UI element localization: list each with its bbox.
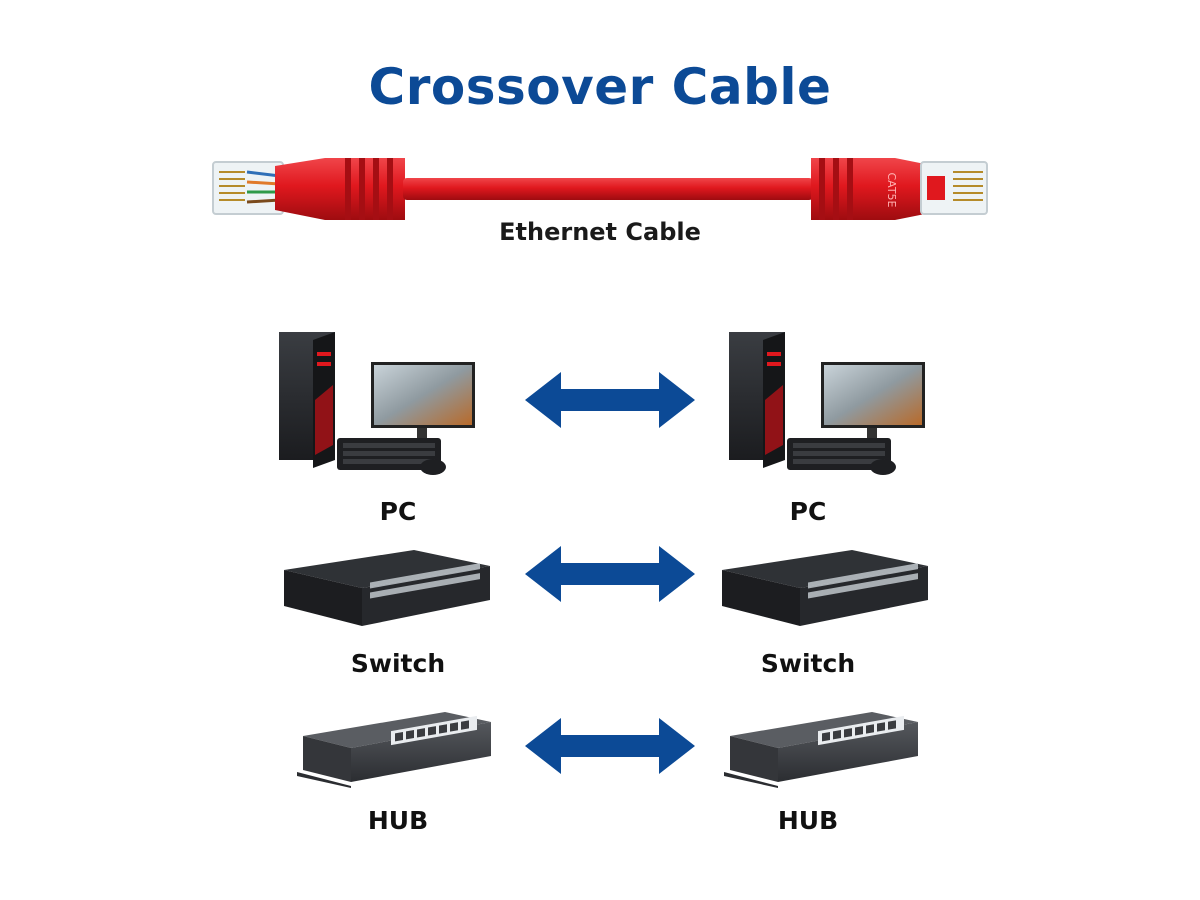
double-arrow-icon: [525, 546, 695, 602]
pc-label-right: PC: [789, 497, 827, 526]
double-arrow-icon: [525, 718, 695, 774]
switch-icon: [284, 550, 490, 626]
double-arrow-icon: [525, 372, 695, 428]
ethernet-cable-icon: CAT5E: [212, 158, 988, 220]
hub-label-left: HUB: [367, 806, 429, 835]
pc-icon: [729, 332, 925, 475]
hub-icon: [297, 712, 491, 788]
cable-jacket-text: CAT5E: [885, 172, 898, 207]
switch-label-right: Switch: [760, 649, 856, 678]
switch-icon: [722, 550, 928, 626]
switch-label-left: Switch: [350, 649, 446, 678]
rj45-plug-left-icon: [212, 161, 284, 215]
pc-label-left: PC: [379, 497, 417, 526]
pc-icon: [279, 332, 475, 475]
cable-label: Ethernet Cable: [499, 218, 701, 246]
hub-label-right: HUB: [777, 806, 839, 835]
page-title: Crossover Cable: [368, 58, 832, 116]
hub-icon: [724, 712, 918, 788]
rj45-plug-right-icon: [920, 161, 988, 215]
